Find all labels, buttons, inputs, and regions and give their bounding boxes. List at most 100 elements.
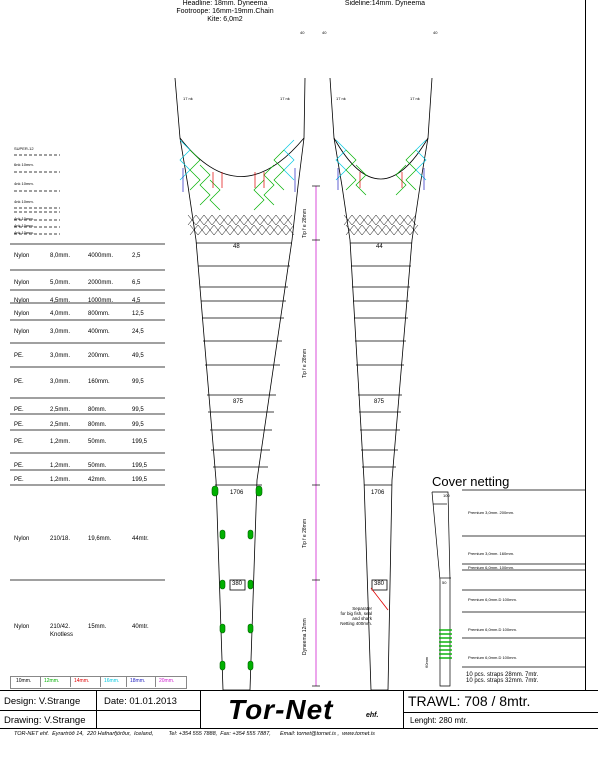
wing-mesh-label: 17 nk — [183, 96, 193, 101]
dimension-label: Tip f e 28mm — [302, 519, 308, 548]
mesh-size: 50mm. — [88, 439, 107, 445]
mesh-count-1706: 1706 — [371, 490, 385, 496]
date: Date: 01.01.2013 — [104, 696, 177, 707]
logo-suffix: ehf. — [366, 712, 379, 719]
top-panel-net — [174, 77, 306, 691]
wing-mesh-label: 17 nk — [280, 96, 290, 101]
dimension-label: Tip f e 28mm — [302, 209, 308, 238]
material: Nylon — [14, 280, 30, 286]
twine: 210/42. — [50, 624, 71, 630]
net-table-row: PE.3,0mm.160mm.99,5 — [14, 375, 164, 389]
headline-spec: Headline: 18mm. Dyneema — [182, 0, 268, 7]
title-block-divider — [403, 712, 598, 713]
material: Nylon — [14, 253, 30, 259]
net-table-row: PE.1,2mm.42mm.199,5 — [14, 473, 164, 487]
kite-spec: Kite: 6,0m2 — [207, 16, 243, 23]
mesh-rows: 99,5 — [132, 422, 144, 428]
side-spec: 6nk 10mm. — [14, 162, 34, 167]
tor-net-logo: Tor-Net — [228, 694, 334, 725]
material: Nylon — [14, 298, 30, 304]
trawl-title: TRAWL: 708 / 8mtr. — [408, 693, 531, 709]
twine: 4,0mm. — [50, 311, 71, 317]
material: PE. — [14, 379, 24, 385]
trawl-length: Lenght: 280 mtr. — [410, 716, 468, 725]
right-380-box — [371, 579, 388, 591]
twine: 2,5mm. — [50, 422, 71, 428]
title-block-border — [0, 690, 598, 691]
material: PE. — [14, 407, 24, 413]
corner-label-40: 40 — [300, 30, 305, 35]
mesh-rows: 49,5 — [132, 353, 144, 359]
mesh-count-875: 875 — [374, 399, 385, 405]
net-table-row: PE.3,0mm.200mm.49,5 — [14, 349, 164, 363]
legend-16mm: 16mm. — [100, 676, 119, 687]
twine: 2,5mm. — [50, 407, 71, 413]
twine: 1,2mm. — [50, 463, 71, 469]
mesh-size: 42mm. — [88, 477, 107, 483]
right-mesh-band — [343, 214, 419, 236]
drawing-credit: Drawing: V.Strange — [4, 715, 86, 726]
cover-item: Premium 3,0mm. 160mm. — [468, 551, 515, 556]
twine: 3,0mm. — [50, 353, 71, 359]
mesh-size: 19,6mm. — [88, 536, 112, 542]
mesh-rows: 99,5 — [132, 407, 144, 413]
corner-label-40: 40 — [322, 30, 327, 35]
corner-label-40: 40 — [433, 30, 438, 35]
right-wing-meshes — [335, 139, 427, 196]
twine: 210/18. — [50, 536, 71, 542]
mesh-count-380: 380 — [232, 581, 243, 587]
mesh-size: 400mm. — [88, 329, 110, 335]
title-block-border — [0, 728, 598, 729]
dimension-ticks — [312, 185, 320, 687]
legend-18mm: 18mm. — [126, 676, 145, 687]
sideline-spec: Sideline:14mm. Dyneema — [344, 0, 426, 7]
side-spec: 4nk 10mm. — [14, 223, 34, 228]
length: 44mtr. — [132, 536, 149, 542]
cover-item: Premium 6,0mm. 100mm. — [468, 565, 515, 570]
net-table-row: PE.1,2mm.50mm.199,5 — [14, 435, 164, 449]
side-spec: 4nk 10mm. — [14, 230, 34, 235]
knotless-label: Knotless — [50, 632, 74, 638]
material: PE. — [14, 422, 24, 428]
material: Nylon — [14, 329, 30, 335]
title-block-divider — [0, 710, 200, 711]
left-380-box — [229, 579, 246, 591]
mesh-count-875: 875 — [233, 399, 244, 405]
right-panel-rows — [350, 242, 412, 486]
mesh-rows: 12,5 — [132, 311, 144, 317]
net-table-row: PE.2,5mm.80mm.99,5 — [14, 403, 164, 417]
title-block-divider — [96, 690, 97, 728]
strap-line: 10 pcs. straps 28mm. 7mtr. — [466, 672, 539, 678]
twine: 1,2mm. — [50, 477, 71, 483]
twine: 5,0mm. — [50, 280, 71, 286]
net-table-row: PE. 2,5mm. 80mm. 99,5 — [14, 418, 164, 432]
length: 40mtr. — [132, 624, 149, 630]
left-mesh-band — [187, 214, 295, 236]
separator-note-line: for big fish, seal — [340, 611, 372, 616]
title-block-divider — [200, 690, 201, 728]
title-block: Design: V.Strange Date: 01.01.2013 Drawi… — [0, 690, 598, 762]
left-panel-rows — [196, 242, 292, 486]
mesh-rows: 199,5 — [132, 477, 148, 483]
side-spec: SUPER-12 — [14, 146, 34, 151]
twine: 8,0mm. — [50, 253, 71, 259]
table-separators — [10, 243, 165, 581]
cover-netting-title: Cover netting — [432, 474, 510, 489]
frame-border — [585, 0, 586, 690]
mesh-size: 80mm. — [88, 422, 107, 428]
material: PE. — [14, 463, 24, 469]
mesh-count-44: 44 — [376, 244, 383, 250]
separator-line — [370, 587, 389, 611]
left-codend-floats — [211, 485, 263, 671]
design-credit: Design: V.Strange — [4, 696, 81, 707]
side-spec: 4nk 10mm. — [14, 199, 34, 204]
mesh-size: 4000mm. — [88, 253, 114, 259]
